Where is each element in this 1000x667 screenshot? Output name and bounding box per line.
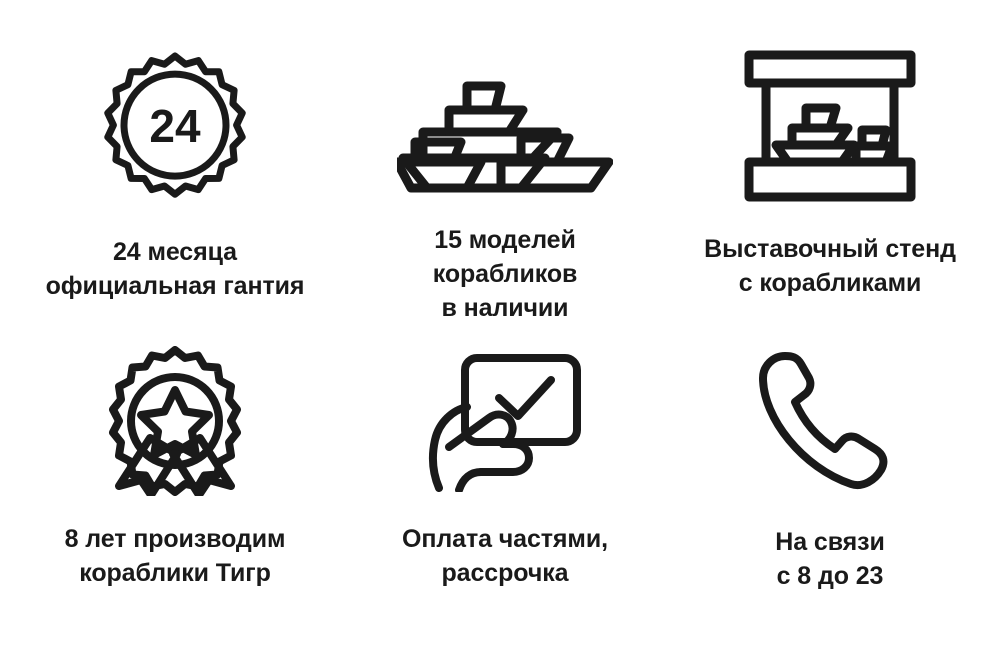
benefit-item-models: 15 моделей корабликов в наличии bbox=[350, 8, 660, 338]
benefit-item-showroom: Выставочный стенд с корабликами bbox=[660, 8, 1000, 338]
exhibition-stand-with-boats-icon bbox=[744, 50, 916, 202]
benefit-caption-models: 15 моделей корабликов в наличии bbox=[432, 226, 578, 322]
benefit-caption-showroom: Выставочный стенд с корабликами bbox=[704, 235, 956, 297]
benefit-item-warranty: 24 24 месяца официальная гантия bbox=[0, 8, 350, 338]
benefit-caption-contact: На связи с 8 до 23 bbox=[775, 528, 885, 590]
hand-holding-card-check-icon bbox=[428, 354, 581, 492]
benefit-caption-experience: 8 лет производим кораблики Тигр bbox=[64, 525, 286, 587]
award-rosette-star-icon bbox=[109, 346, 241, 496]
benefit-caption-warranty: 24 месяца официальная гантия bbox=[45, 238, 305, 300]
warranty-badge-number: 24 bbox=[149, 100, 201, 152]
warranty-seal-24-icon: 24 bbox=[104, 52, 246, 198]
benefit-caption-installments: Оплата частями, рассрочка bbox=[402, 525, 608, 587]
benefit-item-contact: На связи с 8 до 23 bbox=[660, 338, 1000, 628]
phone-handset-icon bbox=[759, 352, 888, 489]
benefit-item-experience: 8 лет производим кораблики Тигр bbox=[0, 338, 350, 628]
three-boats-icon bbox=[397, 81, 613, 193]
benefit-item-installments: Оплата частями, рассрочка bbox=[350, 338, 660, 628]
